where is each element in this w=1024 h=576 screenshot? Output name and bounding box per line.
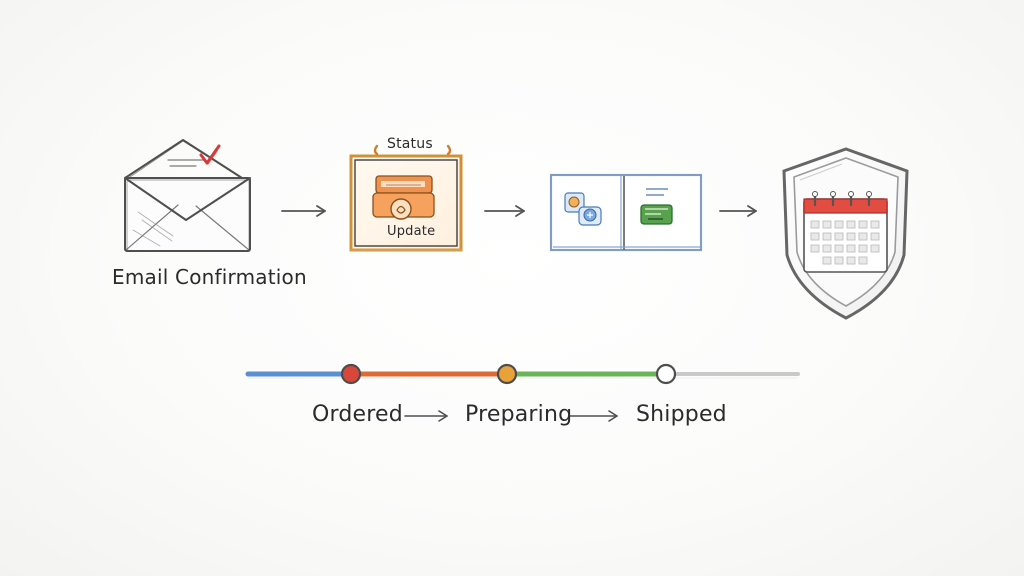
update-label: Update [387, 224, 436, 239]
timeline-node-ordered [340, 363, 362, 385]
status-label: Status [387, 136, 433, 152]
stage-shipped-label: Shipped [636, 402, 727, 427]
flow-arrow-2 [484, 205, 525, 217]
timeline-node-preparing [496, 363, 518, 385]
stage-arrow-1 [404, 410, 448, 422]
stage-preparing-label: Preparing [465, 402, 573, 427]
flow-arrow-1 [281, 205, 326, 217]
stage-ordered-label: Ordered [312, 402, 403, 427]
timeline-node-shipped [655, 363, 677, 385]
envelope-icon [124, 139, 251, 252]
email-confirmation-label: Email Confirmation [112, 265, 307, 289]
checkmark-icon [199, 144, 221, 165]
stage-arrow-2 [569, 410, 618, 422]
progress-timeline [245, 363, 800, 385]
shield-calendar-icon [782, 147, 909, 320]
status-update-icon [349, 144, 463, 252]
flow-arrow-3 [719, 205, 757, 217]
split-panel-icon [549, 173, 703, 252]
